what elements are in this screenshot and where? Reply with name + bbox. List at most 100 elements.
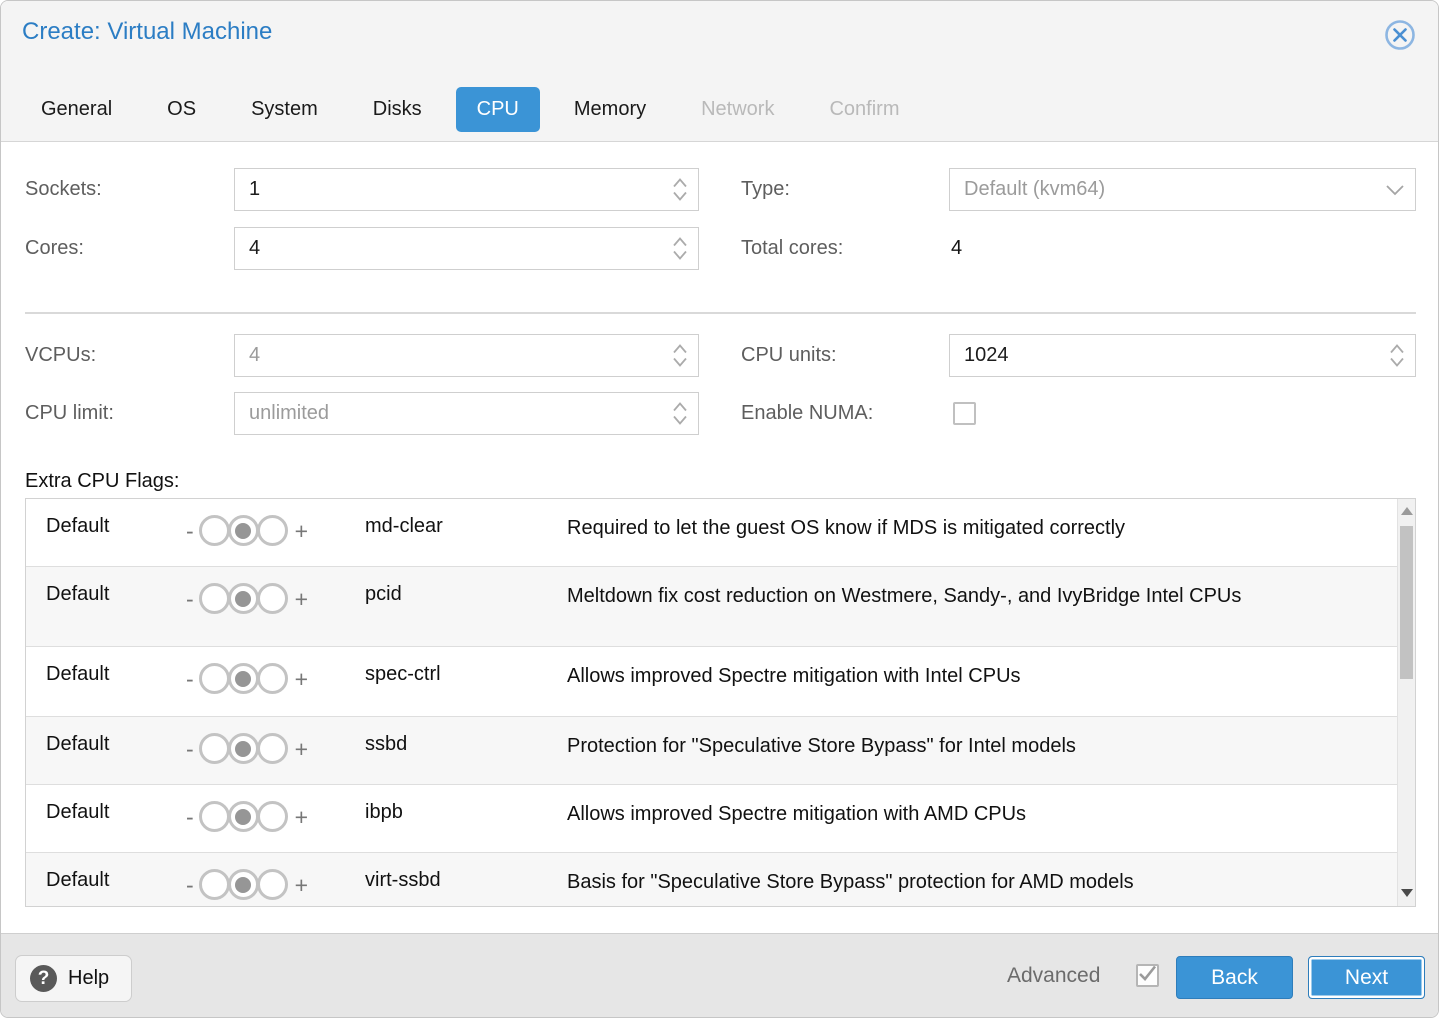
flag-default-label: Default: [46, 733, 110, 755]
flag-plus-label[interactable]: +: [294, 871, 309, 898]
flag-plus-label[interactable]: +: [294, 585, 309, 612]
flag-plus-label[interactable]: +: [294, 665, 309, 692]
spinner-down-icon[interactable]: [672, 415, 688, 425]
close-icon: [1383, 20, 1417, 55]
flag-tri-state-control: - +: [186, 733, 341, 764]
flag-radio-off[interactable]: [198, 801, 230, 832]
close-button[interactable]: [1383, 18, 1417, 52]
flag-radio-on[interactable]: [256, 801, 288, 832]
flag-description: Allows improved Spectre mitigation with …: [567, 665, 1021, 687]
enable-numa-label: Enable NUMA:: [741, 402, 874, 424]
spinner-down-icon[interactable]: [672, 191, 688, 201]
flag-radio-off[interactable]: [198, 663, 230, 694]
flag-radio-off[interactable]: [198, 869, 230, 900]
tab-confirm: Confirm: [829, 98, 900, 120]
tab-memory[interactable]: Memory: [573, 98, 647, 120]
number-stepper: [1389, 344, 1405, 367]
type-label: Type:: [741, 178, 790, 200]
flag-description: Required to let the guest OS know if MDS…: [567, 517, 1126, 539]
number-stepper: [672, 344, 688, 367]
tab-cpu[interactable]: CPU: [455, 87, 540, 132]
spinner-up-icon[interactable]: [672, 402, 688, 412]
flag-tri-state-control: - +: [186, 663, 341, 694]
help-icon: ?: [30, 965, 57, 992]
flag-radio-on[interactable]: [256, 663, 288, 694]
cpu-limit-input[interactable]: unlimited: [234, 392, 699, 435]
dialog-footer: ? Help Advanced Back Next: [1, 933, 1438, 1017]
cpu-units-input[interactable]: 1024: [949, 334, 1416, 377]
scrollbar-thumb[interactable]: [1400, 526, 1413, 679]
flag-radio-default[interactable]: [227, 583, 259, 614]
scroll-down-icon[interactable]: [1401, 889, 1413, 897]
number-stepper: [672, 402, 688, 425]
vcpus-value: 4: [249, 344, 261, 366]
checkmark-icon: [1138, 965, 1157, 987]
flag-minus-label[interactable]: -: [186, 517, 194, 544]
cpu-type-select[interactable]: Default (kvm64): [949, 168, 1416, 211]
flag-radio-default[interactable]: [227, 869, 259, 900]
next-button[interactable]: Next: [1308, 956, 1425, 999]
flag-radio-default[interactable]: [227, 733, 259, 764]
flag-default-label: Default: [46, 801, 110, 823]
flag-radio-default[interactable]: [227, 663, 259, 694]
flag-row: Default - + virt-ssbd Basis for "Specula…: [26, 853, 1397, 906]
flag-radio-off[interactable]: [198, 733, 230, 764]
flag-default-label: Default: [46, 663, 110, 685]
tab-os[interactable]: OS: [167, 98, 197, 120]
flag-name: ssbd: [365, 733, 408, 755]
flag-minus-label[interactable]: -: [186, 585, 194, 612]
vcpus-input[interactable]: 4: [234, 334, 699, 377]
flag-minus-label[interactable]: -: [186, 803, 194, 830]
cpu-flags-rows: Default - + md-clear Required to let the…: [26, 499, 1397, 906]
flag-name: spec-ctrl: [365, 663, 441, 685]
tab-system[interactable]: System: [251, 98, 318, 120]
spinner-down-icon[interactable]: [1389, 357, 1405, 367]
flag-radio-off[interactable]: [198, 583, 230, 614]
scroll-up-icon[interactable]: [1401, 507, 1413, 515]
flag-name: pcid: [365, 583, 402, 605]
flag-name: md-clear: [365, 515, 443, 537]
cpu-units-label: CPU units:: [741, 344, 837, 366]
sockets-label: Sockets:: [25, 178, 102, 200]
spinner-up-icon[interactable]: [1389, 344, 1405, 354]
advanced-checkbox[interactable]: [1136, 964, 1159, 987]
flag-plus-label[interactable]: +: [294, 735, 309, 762]
chevron-down-icon[interactable]: [1385, 184, 1405, 196]
spinner-down-icon[interactable]: [672, 250, 688, 260]
enable-numa-checkbox[interactable]: [953, 402, 976, 425]
flag-minus-label[interactable]: -: [186, 665, 194, 692]
page-title: Create: Virtual Machine: [22, 18, 273, 45]
tab-bar: General OS System Disks CPU Memory Netwo…: [20, 87, 920, 132]
flag-radio-on[interactable]: [256, 583, 288, 614]
flag-radio-off[interactable]: [198, 515, 230, 546]
flag-minus-label[interactable]: -: [186, 735, 194, 762]
spinner-down-icon[interactable]: [672, 357, 688, 367]
flag-description: Basis for "Speculative Store Bypass" pro…: [567, 871, 1134, 893]
cpu-type-value: Default (kvm64): [964, 178, 1106, 200]
advanced-label: Advanced: [1007, 964, 1101, 987]
flag-plus-label[interactable]: +: [294, 517, 309, 544]
back-button[interactable]: Back: [1176, 956, 1293, 999]
spinner-up-icon[interactable]: [672, 344, 688, 354]
tab-disks[interactable]: Disks: [372, 98, 422, 120]
cores-input[interactable]: 4: [234, 227, 699, 270]
tab-general[interactable]: General: [41, 98, 113, 120]
flag-plus-label[interactable]: +: [294, 803, 309, 830]
flag-radio-on[interactable]: [256, 869, 288, 900]
extra-cpu-flags-label: Extra CPU Flags:: [25, 470, 180, 492]
flag-row: Default - + ssbd Protection for "Specula…: [26, 717, 1397, 785]
spinner-up-icon[interactable]: [672, 237, 688, 247]
total-cores-label: Total cores:: [741, 237, 844, 259]
sockets-input[interactable]: 1: [234, 168, 699, 211]
flag-radio-default[interactable]: [227, 515, 259, 546]
flag-radio-default[interactable]: [227, 801, 259, 832]
spinner-up-icon[interactable]: [672, 178, 688, 188]
vertical-scrollbar[interactable]: [1397, 499, 1415, 906]
flag-radio-on[interactable]: [256, 515, 288, 546]
flag-radio-on[interactable]: [256, 733, 288, 764]
flag-tri-state-control: - +: [186, 869, 341, 900]
flag-minus-label[interactable]: -: [186, 871, 194, 898]
help-button[interactable]: ? Help: [15, 955, 133, 1002]
flag-tri-state-control: - +: [186, 801, 341, 832]
vcpus-label: VCPUs:: [25, 344, 97, 366]
